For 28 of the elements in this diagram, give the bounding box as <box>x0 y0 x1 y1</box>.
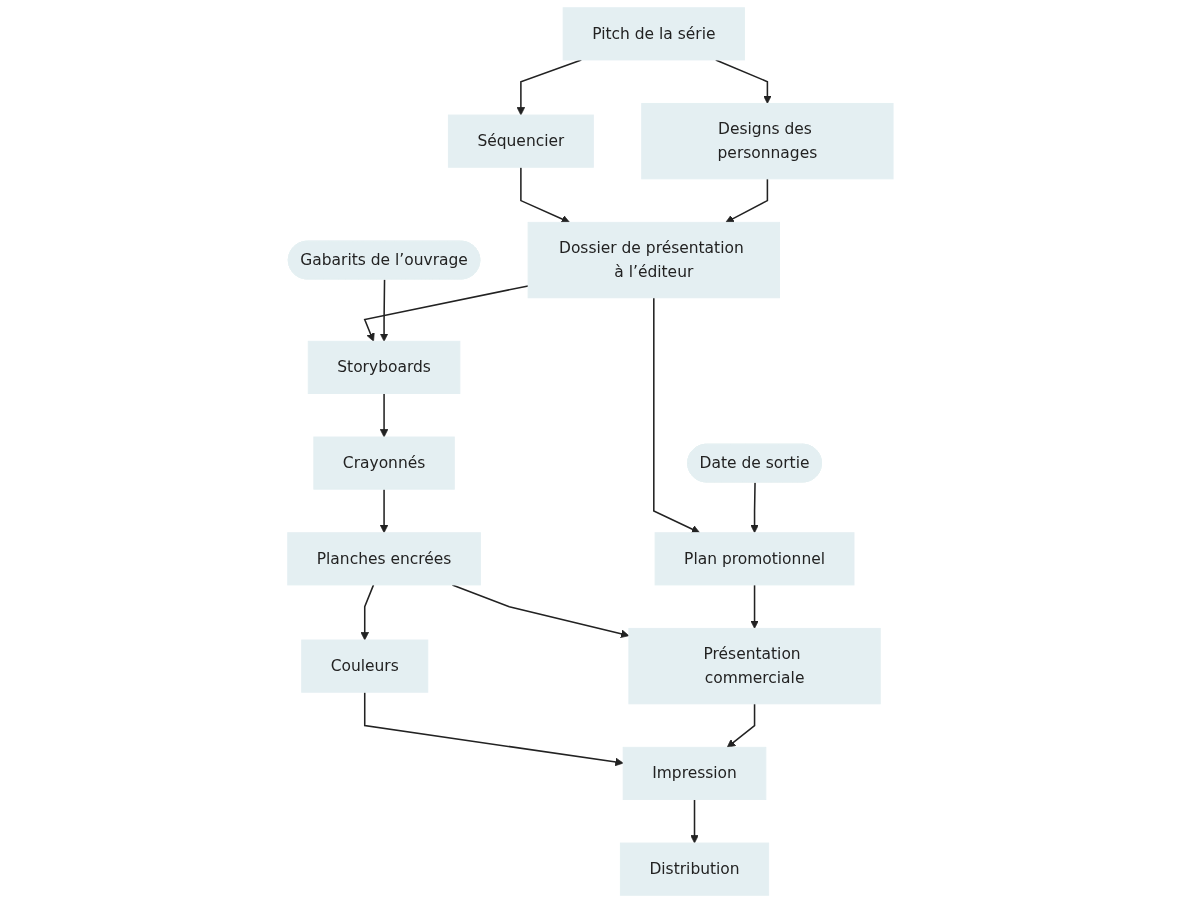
node-box: Pitch de la série <box>562 7 745 61</box>
arrow <box>363 285 529 342</box>
node-box: Plan promotionnel <box>654 532 855 586</box>
node-box: Designs des personnages <box>640 102 894 180</box>
node-box: Crayonnés <box>312 436 455 490</box>
node-box: Séquencier <box>447 114 594 168</box>
node-box: Couleurs <box>300 639 428 693</box>
arrow <box>379 278 388 342</box>
arrow <box>516 59 582 116</box>
node-box: Impression <box>622 746 766 801</box>
arrow <box>725 178 768 223</box>
arrow <box>519 166 570 224</box>
arrow <box>652 297 700 534</box>
arrow <box>714 59 772 104</box>
arrow <box>749 584 759 629</box>
arrow <box>689 798 699 844</box>
arrow <box>379 488 388 534</box>
node-box: Distribution <box>619 842 769 896</box>
node-box: Présentation commerciale <box>628 627 881 705</box>
arrow <box>451 584 629 638</box>
arrow <box>360 584 374 641</box>
node-box: Dossier de présentation à l’éditeur <box>527 221 780 299</box>
arrow <box>379 392 388 438</box>
node-box: Planches encrées <box>286 532 481 586</box>
node-box: Storyboards <box>307 340 460 394</box>
arrow <box>726 703 755 748</box>
arrow <box>749 481 759 534</box>
arrow <box>363 691 624 767</box>
